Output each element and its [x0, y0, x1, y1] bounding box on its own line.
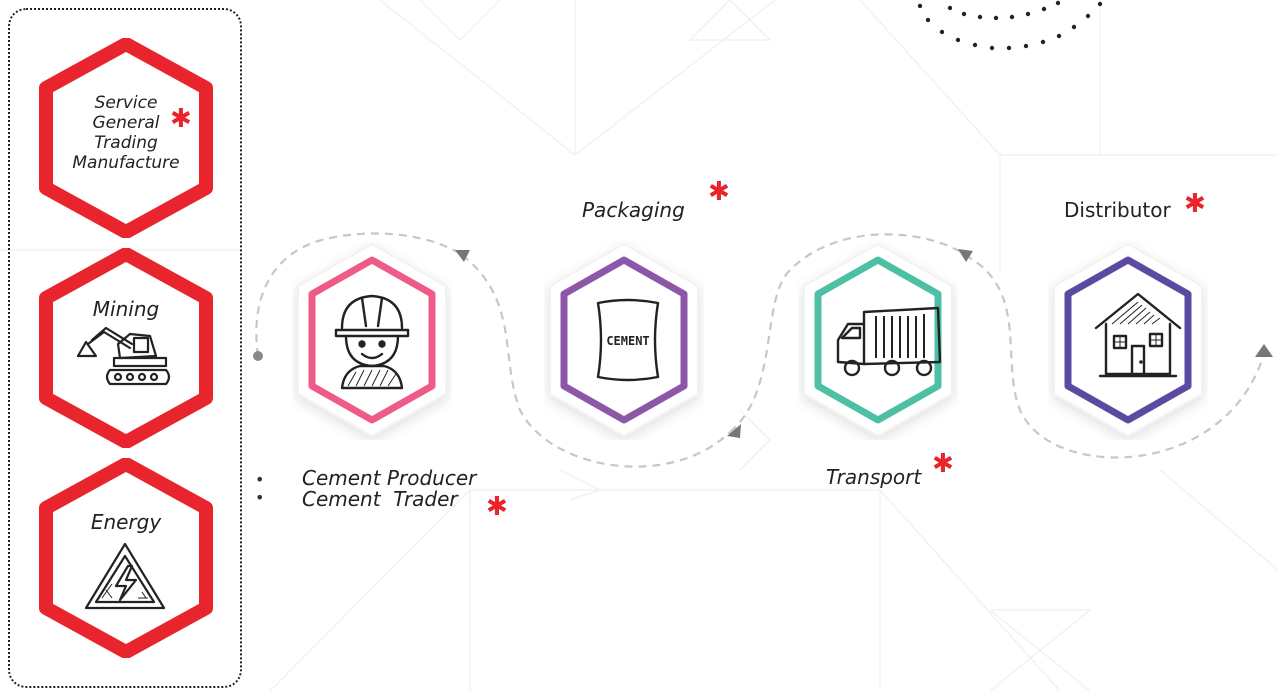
list-bullet: • — [255, 488, 265, 507]
required-star: ✱ — [170, 104, 192, 134]
required-star: ✱ — [932, 449, 954, 479]
packaging-hexagon[interactable] — [544, 240, 704, 440]
required-star: ✱ — [708, 177, 730, 207]
distributor-hexagon[interactable] — [1048, 240, 1208, 440]
cement-bag-text: CEMENT — [606, 334, 649, 348]
excavator-icon — [76, 326, 171, 386]
packaging-label: Packaging — [582, 198, 685, 222]
producer-hexagon[interactable] — [292, 240, 452, 440]
producer-item: Cement Producer — [302, 466, 477, 490]
mining-hexagon[interactable] — [36, 248, 216, 448]
mining-label: Mining — [92, 297, 160, 321]
industry-panel — [8, 8, 242, 688]
required-star: ✱ — [486, 492, 508, 522]
required-star: ✱ — [1184, 189, 1206, 219]
service-label: Service General Trading Manufacture — [72, 93, 180, 173]
transport-label: Transport — [826, 465, 922, 489]
service-hexagon[interactable] — [36, 38, 216, 238]
energy-label: Energy — [90, 510, 162, 534]
list-bullet: • — [255, 470, 265, 489]
cement-bag-icon: CEMENT — [596, 298, 660, 382]
distributor-label: Distributor — [1064, 198, 1171, 222]
construction-worker-icon — [334, 294, 410, 390]
trader-item: Cement Trader — [302, 487, 458, 511]
cargo-truck-icon — [836, 306, 942, 377]
high-voltage-warning-icon — [84, 542, 166, 610]
transport-hexagon[interactable] — [798, 240, 958, 440]
house-icon — [1094, 292, 1182, 378]
